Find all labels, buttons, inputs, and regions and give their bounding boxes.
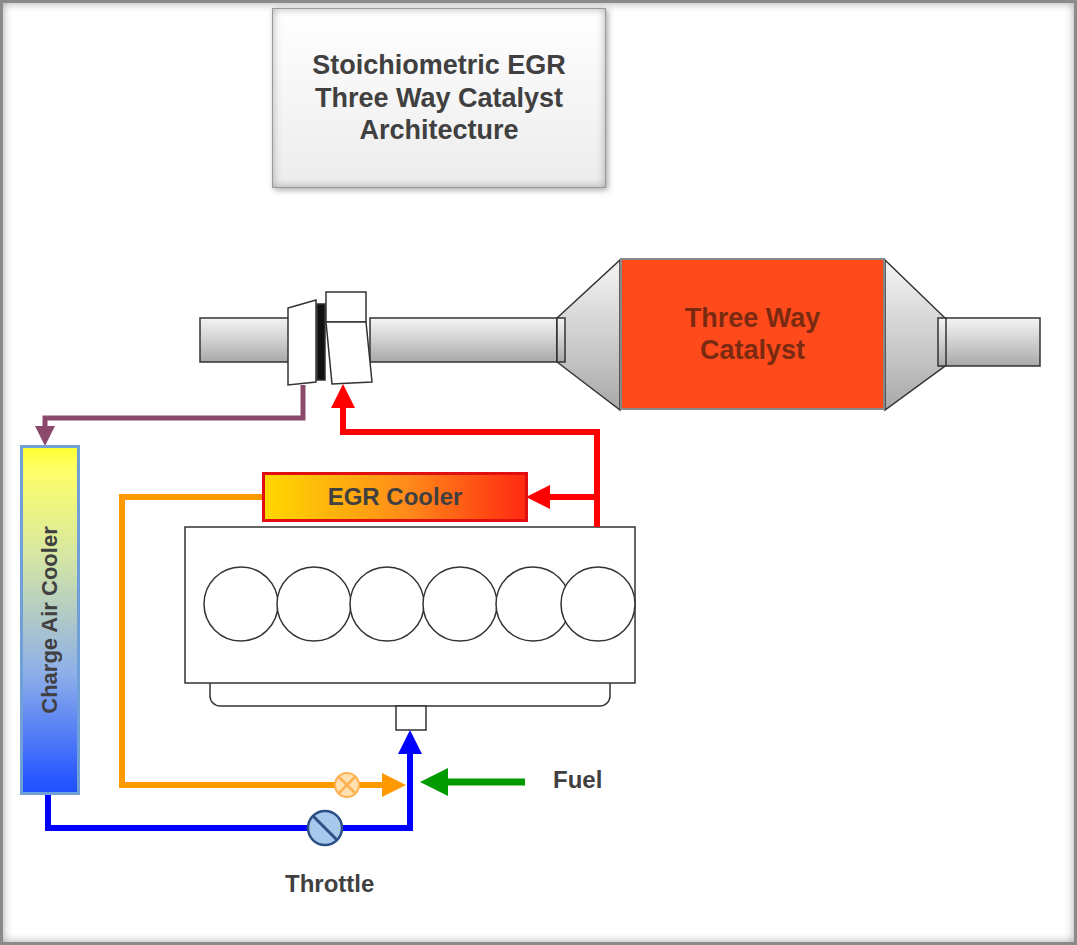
rotated-holder: Charge Air Cooler <box>24 453 76 787</box>
egr-valve-symbol <box>335 773 359 797</box>
compressed-air-line <box>45 385 303 436</box>
egr-return-line <box>122 497 394 785</box>
title-box: Stoichiometric EGR Three Way Catalyst Ar… <box>272 8 606 188</box>
fuel-line <box>434 779 525 786</box>
throttle-symbol <box>308 811 342 845</box>
charge-air-cooler-box: Charge Air Cooler <box>20 445 80 795</box>
turbocharger <box>288 292 372 385</box>
title-text: Stoichiometric EGR Three Way Catalyst Ar… <box>301 49 577 146</box>
throttle-label: Throttle <box>285 870 374 898</box>
egr-cooler-box: EGR Cooler <box>262 472 528 522</box>
engine-block <box>185 527 635 730</box>
node-text: EGR Cooler <box>328 483 463 512</box>
catalyst-box: Three Way Catalyst <box>620 258 885 410</box>
fuel-label: Fuel <box>553 766 602 794</box>
node-text: Charge Air Cooler <box>37 526 63 713</box>
node-text: Three Way Catalyst <box>662 302 843 367</box>
